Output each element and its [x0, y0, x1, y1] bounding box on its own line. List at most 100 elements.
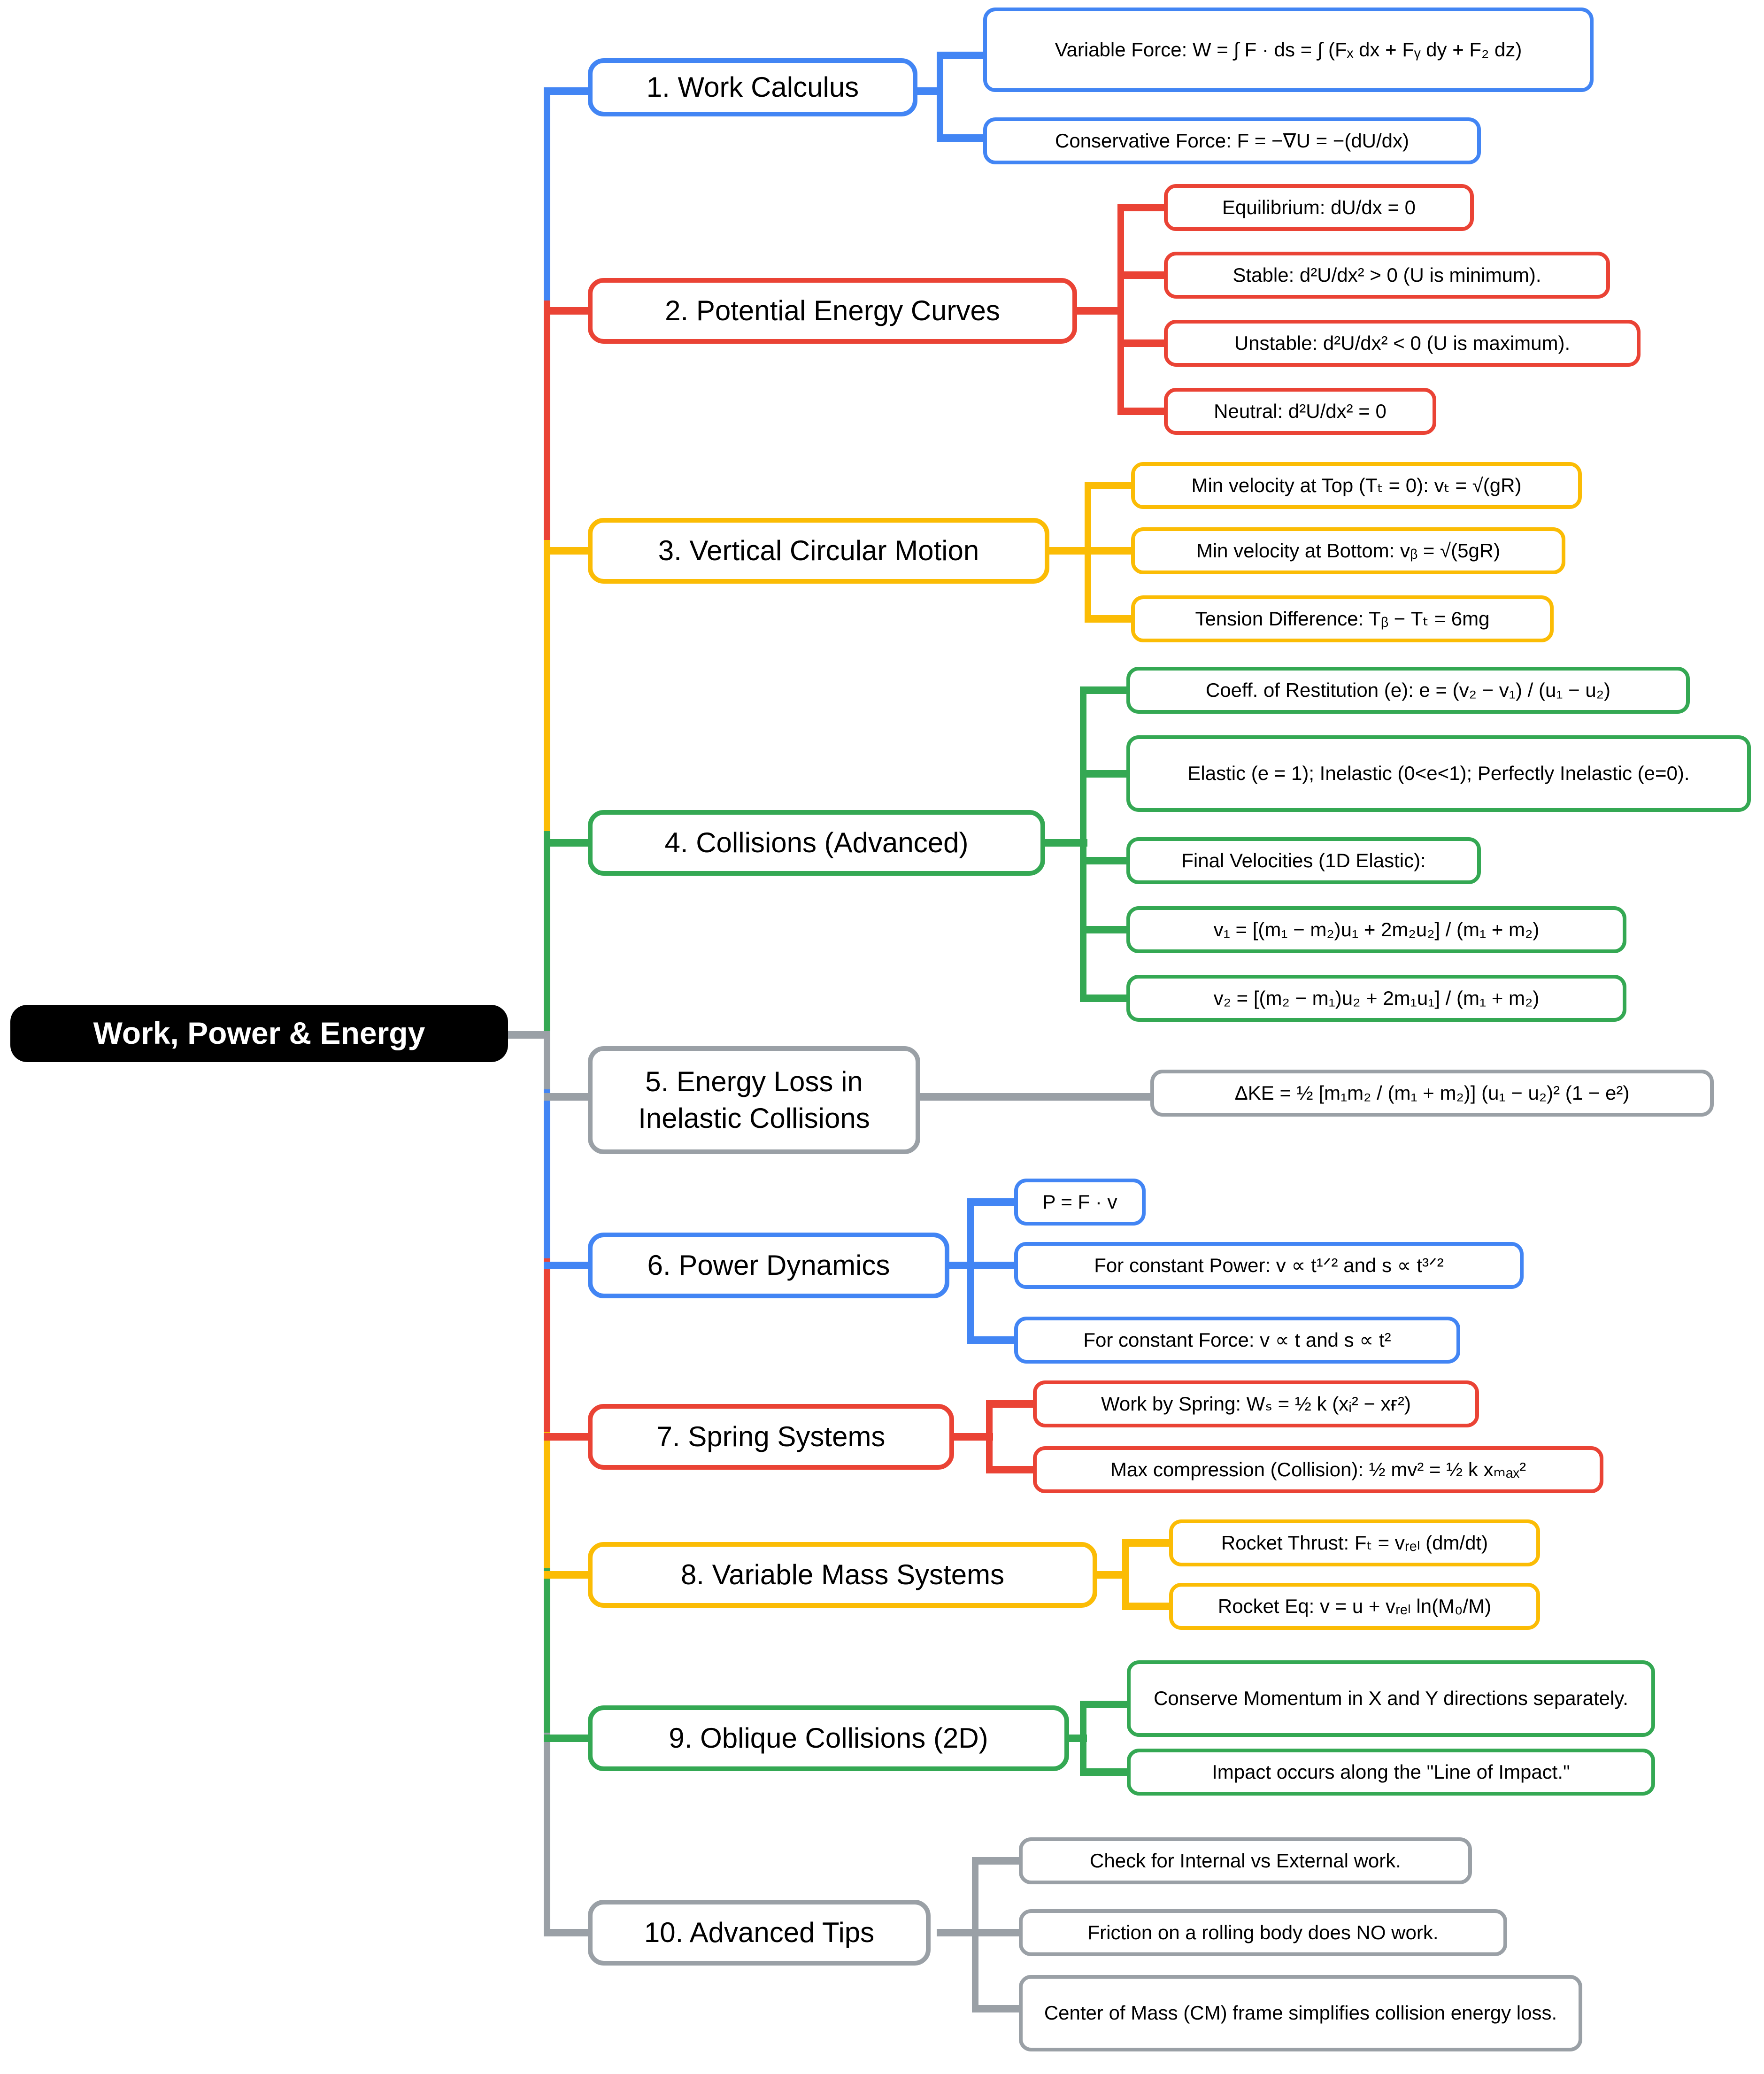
leaf-node[interactable]: v₁ = [(m₁ − m₂)u₁ + 2m₂u₂] / (m₁ + m₂)	[1126, 906, 1626, 953]
leaf-node[interactable]: Neutral: d²U/dx² = 0	[1164, 388, 1436, 435]
leaf-label: P = F · v	[1042, 1190, 1117, 1213]
leaf-label: Min velocity at Bottom: vᵦ = √(5gR)	[1196, 539, 1501, 562]
leaf-label: Unstable: d²U/dx² < 0 (U is maximum).	[1234, 332, 1571, 354]
spine-b1	[937, 52, 943, 141]
leaf-node[interactable]: Equilibrium: dU/dx = 0	[1164, 184, 1474, 231]
leaf-node[interactable]: Coeff. of Restitution (e): e = (v₂ − v₁)…	[1126, 667, 1690, 714]
leaf-node[interactable]: For constant Power: v ∝ t¹ᐟ² and s ∝ t³ᐟ…	[1014, 1242, 1524, 1289]
leaf-label: Work by Spring: Wₛ = ½ k (xᵢ² − xғ²)	[1101, 1392, 1411, 1415]
branch-label: 6. Power Dynamics	[647, 1249, 890, 1281]
branch-node-collisions-advanced[interactable]: 4. Collisions (Advanced)	[588, 810, 1045, 876]
leaf-node[interactable]: Final Velocities (1D Elastic):	[1126, 837, 1481, 884]
leaf-label: Center of Mass (CM) frame simplifies col…	[1044, 2002, 1557, 2024]
leaf-label: Rocket Eq: v = u + vᵣₑₗ ln(M₀/M)	[1217, 1595, 1492, 1617]
root-node[interactable]: Work, Power & Energy	[10, 1005, 508, 1062]
leaf-node[interactable]: Friction on a rolling body does NO work.	[1019, 1909, 1507, 1956]
leaf-node[interactable]: Max compression (Collision): ½ mv² = ½ k…	[1033, 1446, 1603, 1493]
stub-b10	[544, 1929, 595, 1936]
leaf-label: Check for Internal vs External work.	[1090, 1849, 1401, 1872]
leaf-label: Coeff. of Restitution (e): e = (v₂ − v₁)…	[1205, 678, 1610, 701]
leaf-node[interactable]: Elastic (e = 1); Inelastic (0<e<1); Perf…	[1126, 735, 1751, 812]
link-b4-c2	[1080, 770, 1129, 778]
trunk-gray-1	[544, 1033, 550, 1094]
link-b9-c2	[1080, 1768, 1129, 1776]
stub-b4	[544, 839, 595, 847]
link-b2-out	[1072, 307, 1124, 315]
leaf-node[interactable]: ΔKE = ½ [m₁m₂ / (m₁ + m₂)] (u₁ − u₂)² (1…	[1150, 1070, 1714, 1117]
trunk-green-2	[544, 1568, 550, 1737]
stub-b3	[544, 547, 595, 555]
branch-node-energy-loss-inelastic[interactable]: 5. Energy Loss in Inelastic Collisions	[588, 1046, 920, 1154]
trunk-red-2	[544, 1258, 550, 1437]
leaf-node[interactable]: Variable Force: W = ∫ F · ds = ∫ (Fₓ dx …	[983, 8, 1594, 92]
leaf-label: Impact occurs along the "Line of Impact.…	[1212, 1760, 1570, 1783]
branch-label: 3. Vertical Circular Motion	[658, 535, 979, 566]
leaf-label: Conservative Force: F = −∇U = −(dU/dx)	[1055, 129, 1410, 152]
branch-label: 1. Work Calculus	[646, 71, 859, 103]
trunk-yellow	[544, 540, 550, 840]
link-b1-c1	[937, 52, 986, 59]
link-b6-c2	[967, 1262, 1017, 1269]
leaf-node[interactable]: Center of Mass (CM) frame simplifies col…	[1019, 1975, 1582, 2051]
spine-b6	[967, 1198, 974, 1344]
leaf-node[interactable]: Tension Difference: Tᵦ − Tₜ = 6mg	[1131, 595, 1554, 642]
leaf-node[interactable]: Stable: d²U/dx² > 0 (U is minimum).	[1164, 252, 1610, 299]
leaf-node[interactable]: Impact occurs along the "Line of Impact.…	[1127, 1749, 1655, 1796]
branch-label: 10. Advanced Tips	[644, 1917, 875, 1948]
leaf-node[interactable]: v₂ = [(m₂ − m₁)u₂ + 2m₁u₁] / (m₁ + m₂)	[1126, 975, 1626, 1022]
trunk-yellow-2	[544, 1432, 550, 1573]
leaf-label: For constant Force: v ∝ t and s ∝ t²	[1083, 1328, 1391, 1351]
leaf-node[interactable]: Min velocity at Bottom: vᵦ = √(5gR)	[1131, 527, 1565, 574]
link-b4-c1	[1080, 686, 1129, 694]
leaf-node[interactable]: Min velocity at Top (Tₜ = 0): vₜ = √(gR)	[1131, 462, 1582, 509]
branch-node-power-dynamics[interactable]: 6. Power Dynamics	[588, 1233, 949, 1298]
link-b3-c2	[1085, 547, 1134, 555]
leaf-label: Conserve Momentum in X and Y directions …	[1154, 1687, 1628, 1710]
link-b10-c1	[972, 1857, 1021, 1865]
leaf-node[interactable]: Rocket Eq: v = u + vᵣₑₗ ln(M₀/M)	[1169, 1583, 1540, 1630]
leaf-node[interactable]: Conservative Force: F = −∇U = −(dU/dx)	[983, 117, 1481, 164]
link-b5-c1	[918, 1093, 1153, 1101]
leaf-node[interactable]: Check for Internal vs External work.	[1019, 1837, 1472, 1884]
branch-node-oblique-collisions-2d[interactable]: 9. Oblique Collisions (2D)	[588, 1705, 1069, 1771]
stub-b9	[544, 1735, 595, 1742]
link-b1-c2	[937, 134, 986, 142]
trunk-gray-2	[544, 1733, 550, 1930]
branch-label: 4. Collisions (Advanced)	[664, 827, 969, 858]
trunk-green	[544, 831, 550, 1042]
link-b4-c5	[1080, 995, 1129, 1002]
leaf-label: Final Velocities (1D Elastic):	[1181, 849, 1426, 871]
leaf-node[interactable]: Work by Spring: Wₛ = ½ k (xᵢ² − xғ²)	[1033, 1380, 1479, 1427]
branch-node-vertical-circular-motion[interactable]: 3. Vertical Circular Motion	[588, 518, 1049, 584]
link-b4-out	[1040, 839, 1087, 847]
leaf-label: Tension Difference: Tᵦ − Tₜ = 6mg	[1195, 607, 1490, 630]
branch-label: 2. Potential Energy Curves	[665, 295, 1000, 326]
leaf-node[interactable]: Conserve Momentum in X and Y directions …	[1127, 1660, 1655, 1737]
leaf-node[interactable]: Unstable: d²U/dx² < 0 (U is maximum).	[1164, 320, 1641, 367]
leaf-label: Variable Force: W = ∫ F · ds = ∫ (Fₓ dx …	[1055, 38, 1522, 61]
branch-label: 8. Variable Mass Systems	[680, 1559, 1005, 1590]
leaf-label: Rocket Thrust: Fₜ = vᵣₑₗ (dm/dt)	[1221, 1531, 1488, 1554]
leaf-label: ΔKE = ½ [m₁m₂ / (m₁ + m₂)] (u₁ − u₂)² (1…	[1234, 1081, 1630, 1104]
branch-node-variable-mass-systems[interactable]: 8. Variable Mass Systems	[588, 1542, 1097, 1608]
branch-node-advanced-tips[interactable]: 10. Advanced Tips	[588, 1900, 931, 1966]
leaf-label: Elastic (e = 1); Inelastic (0<e<1); Perf…	[1187, 762, 1690, 785]
branch-node-work-calculus[interactable]: 1. Work Calculus	[588, 58, 917, 116]
link-b9-c1	[1080, 1701, 1129, 1708]
branch-label: 7. Spring Systems	[656, 1421, 886, 1452]
link-b2-c3	[1117, 339, 1167, 347]
leaf-label: v₂ = [(m₂ − m₁)u₂ + 2m₁u₁] / (m₁ + m₂)	[1213, 987, 1540, 1009]
leaf-node[interactable]: P = F · v	[1014, 1179, 1146, 1226]
stub-b2	[544, 307, 591, 315]
leaf-node[interactable]: For constant Force: v ∝ t and s ∝ t²	[1014, 1317, 1460, 1364]
branch-node-potential-energy-curves[interactable]: 2. Potential Energy Curves	[588, 278, 1077, 344]
trunk-blue-2	[544, 1089, 550, 1263]
link-b7-c2	[986, 1466, 1035, 1473]
leaf-label: v₁ = [(m₁ − m₂)u₁ + 2m₂u₂] / (m₁ + m₂)	[1213, 918, 1540, 941]
branch-node-spring-systems[interactable]: 7. Spring Systems	[588, 1404, 954, 1470]
leaf-label: For constant Power: v ∝ t¹ᐟ² and s ∝ t³ᐟ…	[1094, 1254, 1444, 1276]
link-b7-c1	[986, 1400, 1035, 1408]
root-stub	[508, 1031, 550, 1039]
leaf-node[interactable]: Rocket Thrust: Fₜ = vᵣₑₗ (dm/dt)	[1169, 1519, 1540, 1566]
